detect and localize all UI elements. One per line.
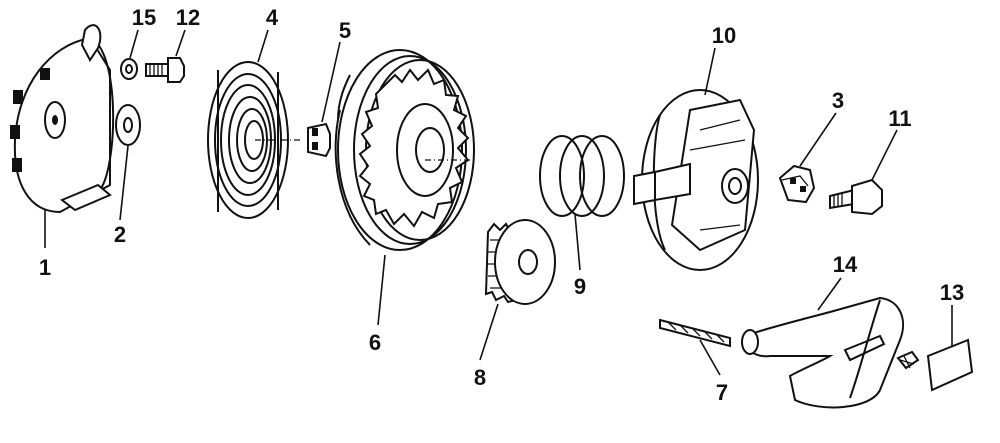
part-4-recoil-spring: [207, 61, 300, 219]
part-5-bushing: [307, 122, 331, 158]
callout-8: 8: [474, 365, 486, 390]
callout-7: 7: [716, 380, 728, 405]
callout-9: 9: [574, 274, 586, 299]
callout-3: 3: [832, 88, 844, 113]
callout-11: 11: [888, 106, 911, 131]
leader-lines: [44, 29, 953, 376]
callout-10: 10: [712, 23, 736, 48]
callout-12: 12: [176, 5, 200, 30]
part-1-housing-plate: [10, 24, 115, 214]
callout-15: 15: [132, 5, 156, 30]
callout-14: 14: [833, 252, 858, 277]
part-10-starter-cover: [633, 89, 759, 271]
callout-6: 6: [369, 330, 381, 355]
part-9-coil-spring: [539, 135, 625, 217]
part-7-starter-rope: [659, 318, 731, 348]
part-3-castle-nut: [778, 164, 816, 204]
part-8-pinion-gear: [484, 219, 556, 305]
callout-1: 1: [39, 255, 51, 280]
part-13-handle-insert: [896, 338, 974, 392]
callout-2: 2: [114, 222, 126, 247]
part-14-starter-handle: [741, 296, 905, 409]
callout-13: 13: [940, 280, 964, 305]
part-2-washer: [115, 104, 141, 146]
part-15-small-washer: [120, 58, 138, 80]
part-6-rope-pulley: [334, 49, 475, 251]
part-12-screw: [145, 57, 185, 83]
callout-4: 4: [266, 5, 279, 30]
callout-5: 5: [339, 18, 351, 43]
part-11-bolt: [829, 178, 883, 216]
